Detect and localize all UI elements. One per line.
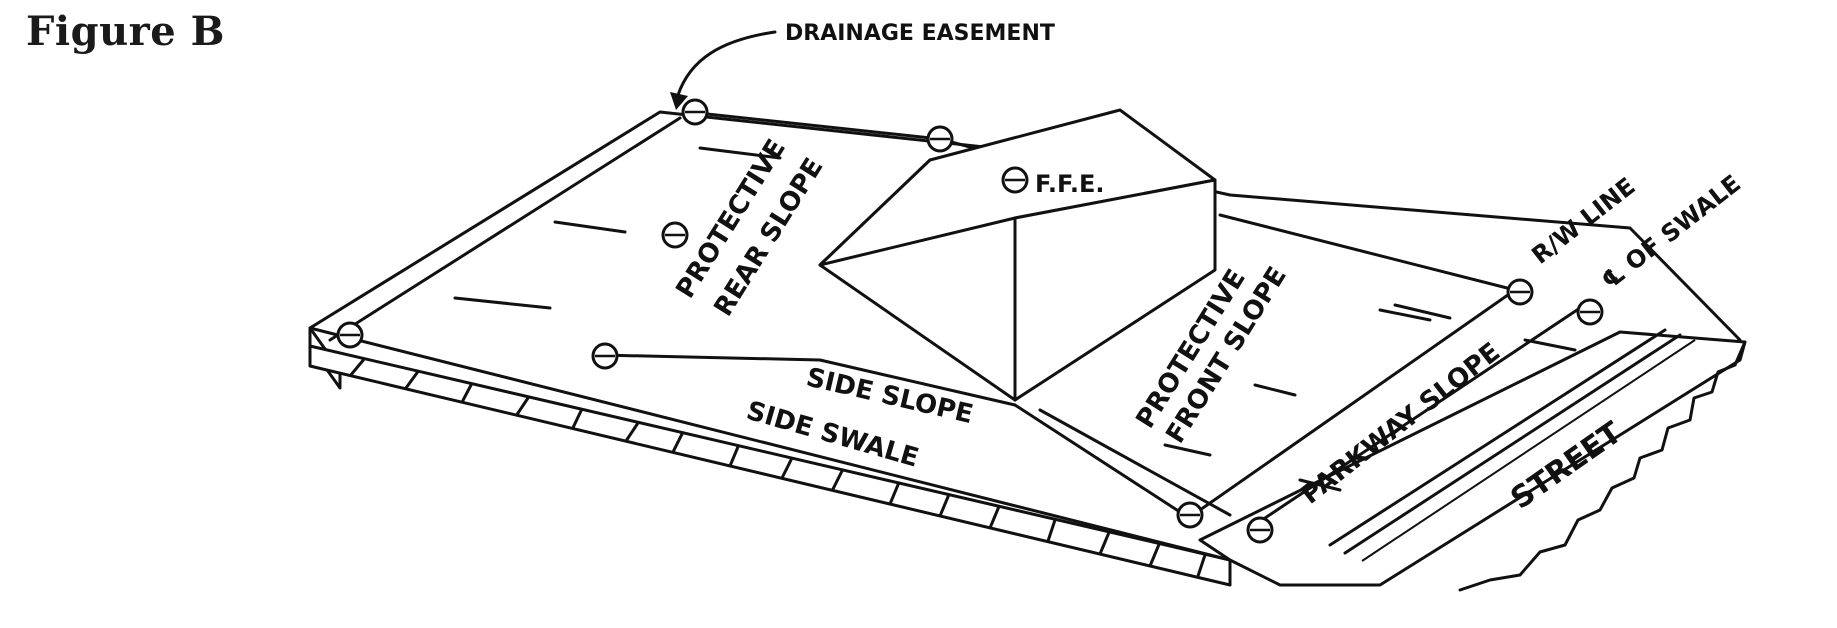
survey-markers [336,98,1604,544]
marker-rear-slope [661,221,689,249]
label-ffe: F.F.E. [1035,170,1104,198]
marker-front-corner [1176,501,1204,529]
label-drainage-easement: DRAINAGE EASEMENT [785,21,1055,46]
front-grading-lines [1198,213,1582,530]
side-grading-lines [598,353,1232,517]
drainage-easement-leader [676,30,777,97]
marker-left-corner [336,321,364,349]
lot-front-face [308,344,1232,587]
marker-front-swale [1246,516,1274,544]
slope-direction-marks [453,146,1577,492]
street-curb-lines [1328,328,1696,562]
marker-rear-mid [926,125,954,153]
marker-ffe [1001,166,1029,194]
marker-side-swale [591,342,619,370]
marker-rw-line [1506,278,1534,306]
street-jagged-edge [1458,340,1747,592]
marker-rear-corner [681,98,709,126]
drainage-easement-arrowhead [670,92,688,110]
figure-title: Figure B [26,8,225,55]
marker-cl-swale [1576,298,1604,326]
